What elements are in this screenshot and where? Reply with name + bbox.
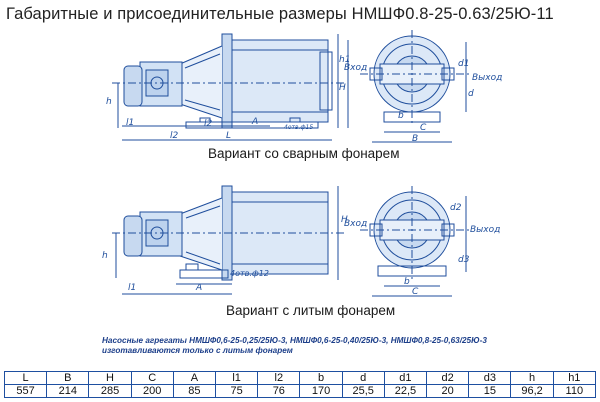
technical-drawings: l2 l1 l2 A L 4отв.ф15 h h1 H Вход Выход …: [102, 30, 502, 297]
dim-label-d: d: [468, 89, 474, 99]
dim-label-C: C: [420, 123, 427, 133]
holes-label-bottom: 4отв.ф12: [230, 269, 269, 278]
outlet-label-bottom: Выход: [470, 225, 500, 235]
dim-label-H-bottom: H: [341, 215, 348, 225]
dim-label-B: B: [412, 134, 418, 144]
value-cell: 15: [468, 384, 512, 398]
outlet-label-top: Выход: [472, 73, 502, 83]
value-cell: 20: [426, 384, 470, 398]
dim-label-l2b: l2: [204, 119, 213, 129]
value-cell: 557: [3, 384, 48, 398]
holes-label-top: 4отв.ф15: [284, 124, 313, 131]
header-cell: B: [46, 371, 90, 385]
header-cell: l2: [257, 371, 301, 385]
dim-label-b: b: [398, 111, 404, 121]
dim-label-d1: d1: [458, 59, 469, 69]
side-view-cast: [112, 185, 345, 295]
page-title: Габаритные и присоединительные размеры Н…: [6, 5, 554, 23]
value-cell: 110: [552, 384, 597, 398]
dim-label-h: h: [106, 97, 112, 107]
end-view-welded: [360, 30, 470, 143]
table-row: 557 214 285 200 85 75 76 170 25,5 22,5 2…: [3, 384, 597, 398]
value-cell: 22,5: [383, 384, 428, 398]
value-cell: 25,5: [341, 384, 385, 398]
header-cell: h1: [552, 371, 597, 385]
value-cell: 200: [130, 384, 174, 398]
value-cell: 85: [172, 384, 217, 398]
header-cell: l1: [215, 371, 259, 385]
header-cell: d2: [426, 371, 470, 385]
dim-label-C-bottom: C: [412, 287, 419, 297]
end-view-cast: [360, 186, 470, 297]
dim-label-d3: d3: [458, 255, 470, 265]
dim-label-d2: d2: [450, 203, 462, 213]
dim-label-l1-bottom: l1: [128, 283, 136, 293]
header-cell: C: [130, 371, 174, 385]
header-cell: d1: [383, 371, 428, 385]
dim-label-b-bottom: b: [404, 277, 410, 287]
note-line-1: Насосные агрегаты НМШФ0,6-25-0,25/25Ю-3,…: [102, 336, 487, 345]
dim-label-h1: h1: [339, 55, 350, 65]
dim-label-L: L: [226, 131, 231, 141]
side-view-welded: [112, 33, 349, 141]
dim-label-l2: l2: [170, 131, 179, 141]
availability-note: Насосные агрегаты НМШФ0,6-25-0,25/25Ю-3,…: [102, 336, 487, 356]
inlet-label-top: Вход: [344, 63, 367, 73]
value-cell: 170: [299, 384, 343, 398]
dim-label-l1: l1: [126, 118, 134, 128]
header-cell: b: [299, 371, 343, 385]
table-header-row: L B H C A l1 l2 b d d1 d2 d3 h h1: [3, 371, 597, 385]
header-cell: A: [172, 371, 217, 385]
value-cell: 214: [46, 384, 90, 398]
inlet-label-bottom: Вход: [344, 219, 367, 229]
dim-label-A-bottom: A: [195, 283, 202, 293]
header-cell: h: [510, 371, 554, 385]
value-cell: 96,2: [510, 384, 554, 398]
header-cell: d: [341, 371, 385, 385]
header-cell: H: [88, 371, 132, 385]
value-cell: 76: [257, 384, 301, 398]
dim-label-H: H: [339, 83, 346, 93]
dim-label-h-bottom: h: [102, 251, 108, 261]
variant-cast-caption: Вариант с литым фонарем: [226, 303, 396, 318]
header-cell: L: [3, 371, 48, 385]
dim-label-A: A: [251, 117, 258, 127]
variant-welded-caption: Вариант со сварным фонарем: [208, 146, 400, 161]
note-line-2: изготавливаются только с литым фонарем: [102, 346, 293, 355]
value-cell: 75: [215, 384, 259, 398]
value-cell: 285: [88, 384, 132, 398]
dimensions-table: L B H C A l1 l2 b d d1 d2 d3 h h1 557 21…: [3, 371, 597, 398]
header-cell: d3: [468, 371, 512, 385]
